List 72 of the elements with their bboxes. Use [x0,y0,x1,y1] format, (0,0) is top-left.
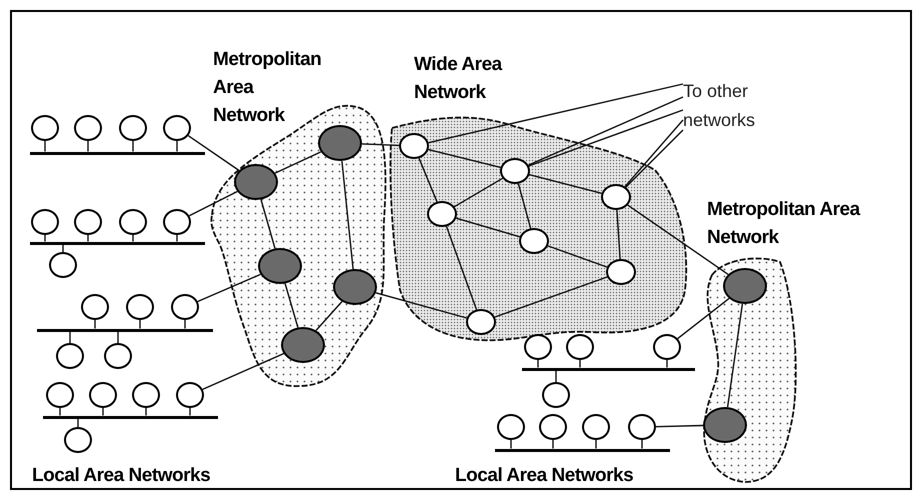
network-link-line [260,199,276,249]
network-link-line [494,276,608,318]
network-link-line [341,160,354,270]
network-link-line [627,204,729,275]
network-bus-line [522,368,695,370]
region-heading: Metropolitan Area Network [707,198,862,250]
network-link-line [132,141,134,152]
network-link-line [44,141,46,152]
annotation-text: To other networks [683,77,788,135]
host-node [31,209,59,235]
host-node [126,294,154,320]
host-node [628,414,656,440]
network-link-line [188,190,238,216]
region-heading: Metropolitan Area Network [213,48,322,128]
network-link-line [528,109,684,167]
network-link-line [528,96,684,166]
network-link-line [428,148,501,168]
host-node [176,382,204,408]
host-node [74,209,102,235]
host-node [582,414,610,440]
network-link-line [428,83,684,144]
caption-label: Local Area Networks [32,466,210,485]
host-node [49,252,77,278]
network-link-line [69,332,71,343]
network-link-line [555,370,557,382]
host-node [653,334,681,360]
host-node [497,414,525,440]
network-link-line [616,210,621,260]
network-bus-line [30,242,205,244]
host-node [119,209,147,235]
network-bus-line [43,416,218,418]
host-node [56,343,84,369]
host-node [81,294,109,320]
host-node [64,427,92,453]
host-node [74,115,102,141]
network-link-line [284,283,299,328]
network-link-line [656,424,704,428]
region-heading: Wide Area Network [414,53,504,105]
host-node [163,115,191,141]
network-link-line [625,130,684,188]
network-bus-line [495,448,670,452]
host-node [104,343,132,369]
network-link-line [87,141,89,152]
caption-label: Local Area Networks [455,466,634,485]
network-link-line [446,226,478,310]
network-link-line [274,151,322,174]
host-node [539,414,567,440]
network-link-line [677,298,730,340]
host-node [524,334,552,360]
network-link-line [376,292,467,319]
network-bus-line [30,152,205,154]
network-link-line [197,274,261,302]
host-node [132,382,160,408]
host-node [31,115,59,141]
network-bus-line [37,328,213,332]
network-link-line [548,245,608,268]
host-node [566,334,594,360]
network-link-line [456,218,520,238]
network-link-line [117,332,119,343]
host-node [163,209,191,235]
network-link-line [188,135,240,172]
network-link-line [176,141,178,152]
host-node [46,382,74,408]
host-node [119,115,147,141]
host-node [89,382,117,408]
host-node [542,382,570,408]
network-link-line [518,184,532,228]
host-node [171,294,199,320]
network-link-line [418,158,438,202]
network-link-line [454,178,503,208]
network-link-line [624,120,684,188]
network-link-line [202,352,284,390]
